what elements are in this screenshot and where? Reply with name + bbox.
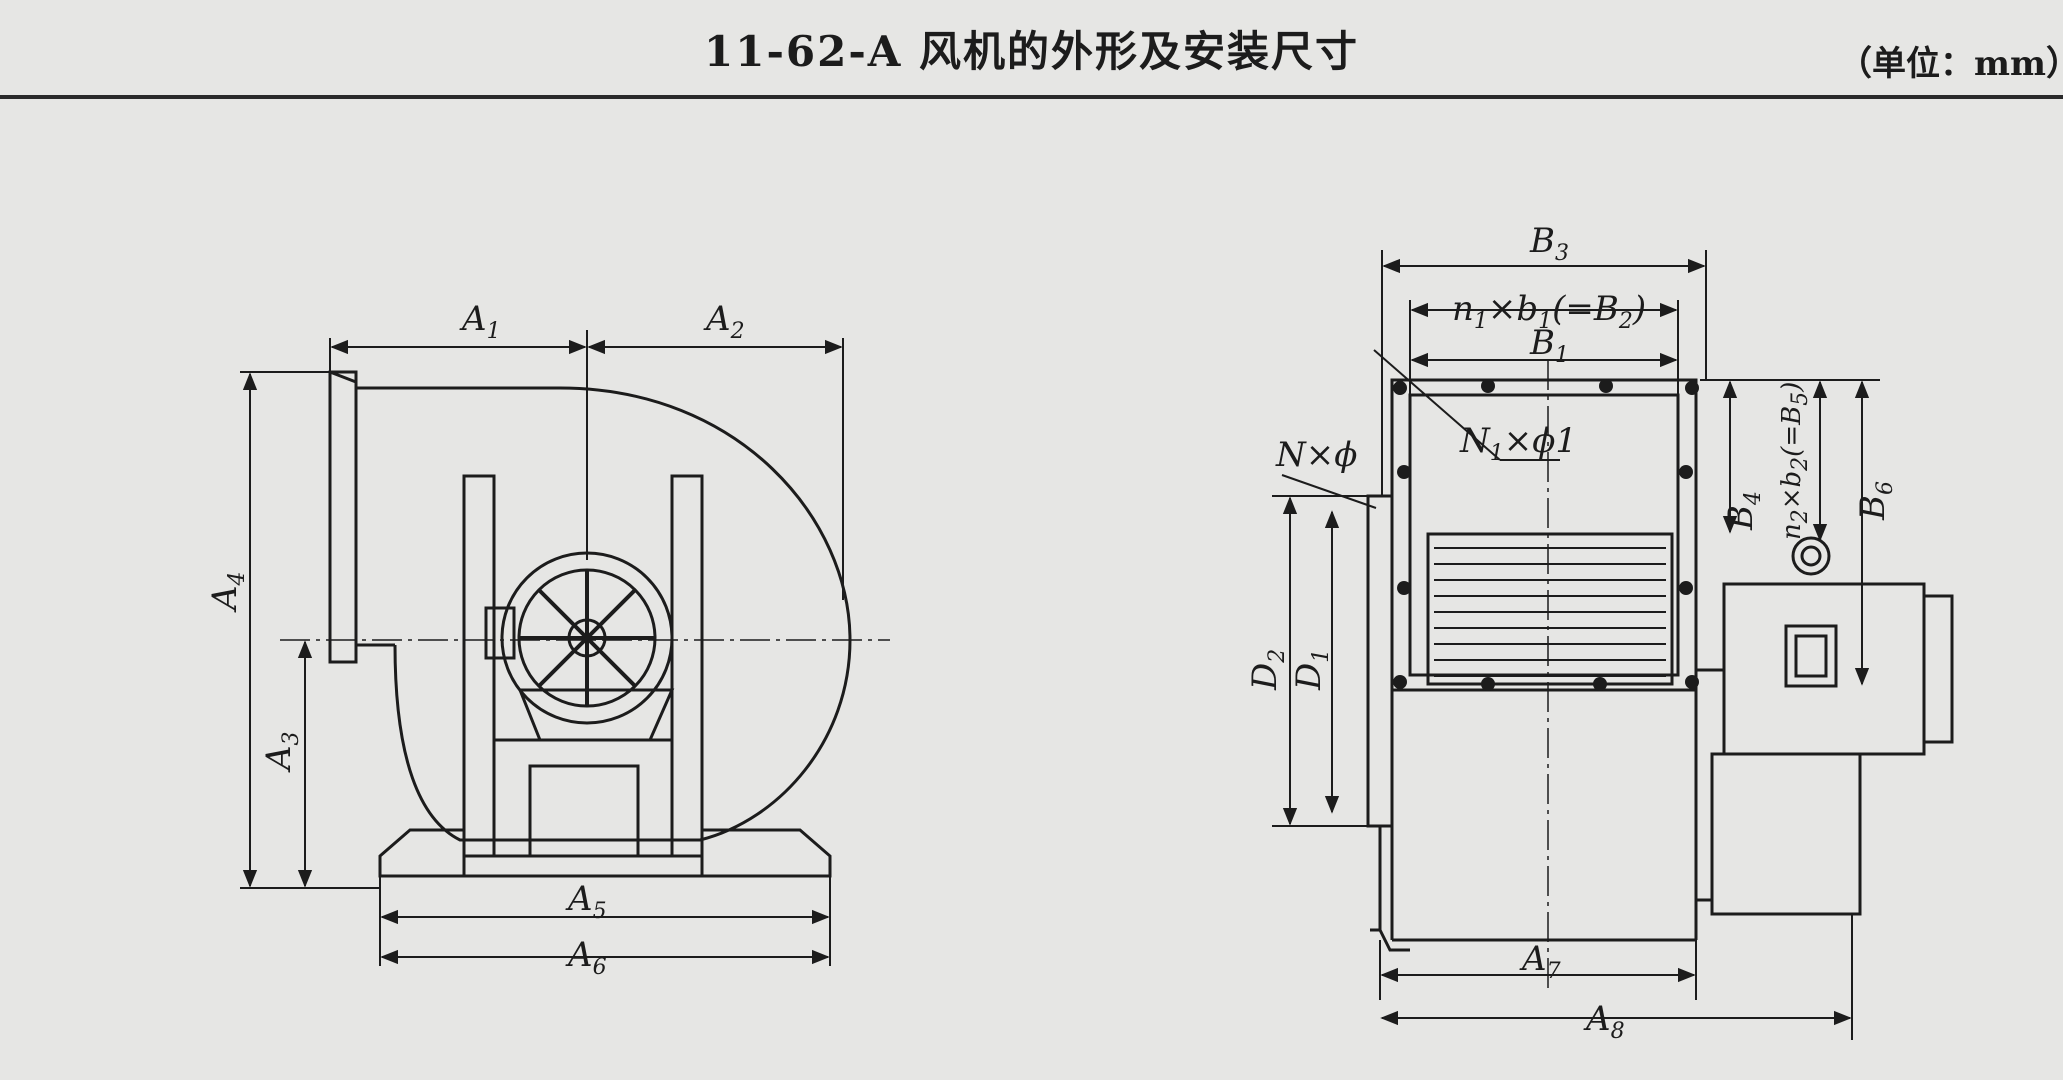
label-d2: D2 [1245,649,1290,691]
label-a5: A5 [565,879,607,924]
label-b6: B6 [1853,481,1898,521]
label-d1: D1 [1289,649,1334,691]
label-a1: A1 [459,299,501,344]
scroll-casing [393,386,852,842]
motor [1722,582,1926,756]
motor-eye [1791,536,1831,576]
impeller-housing [1426,532,1674,686]
label-n1phi1: N1×ϕ1 [1459,421,1577,466]
bolt-holes [1393,379,1699,691]
front-dimensions [1272,250,1880,1040]
right-post [670,474,704,858]
header-rule [0,95,2063,99]
label-a4: A4 [205,571,250,613]
label-a8: A8 [1583,999,1625,1044]
label-a6: A6 [565,935,607,980]
page-title: 11-62-A 风机的外形及安装尺寸 [704,27,1359,76]
label-n2b2: n2×b2(=B5) [1777,382,1813,540]
label-b4: B4 [1721,491,1766,531]
front-view [1366,360,1954,990]
dimension-labels: A1 A2 A4 A3 A5 A6 B3 n1×b1(=B2) B1 N1×ϕ1… [205,221,1898,1044]
side-dimensions [240,330,844,966]
label-a2: A2 [703,299,745,344]
inlet-flange [328,370,358,664]
label-nphi: N×ϕ [1275,435,1357,475]
label-b1: B1 [1529,323,1569,368]
side-view [280,370,890,878]
base-left [378,828,466,878]
label-a3: A3 [259,731,304,773]
label-n1b1: n1×b1(=B2) [1452,289,1646,334]
label-a7: A7 [1519,939,1561,984]
unit-label: （单位：mm） [1838,44,2063,84]
label-b3: B3 [1529,221,1569,266]
left-post [462,474,496,858]
inlet-flange-front [1366,494,1394,828]
base-right [700,828,832,878]
